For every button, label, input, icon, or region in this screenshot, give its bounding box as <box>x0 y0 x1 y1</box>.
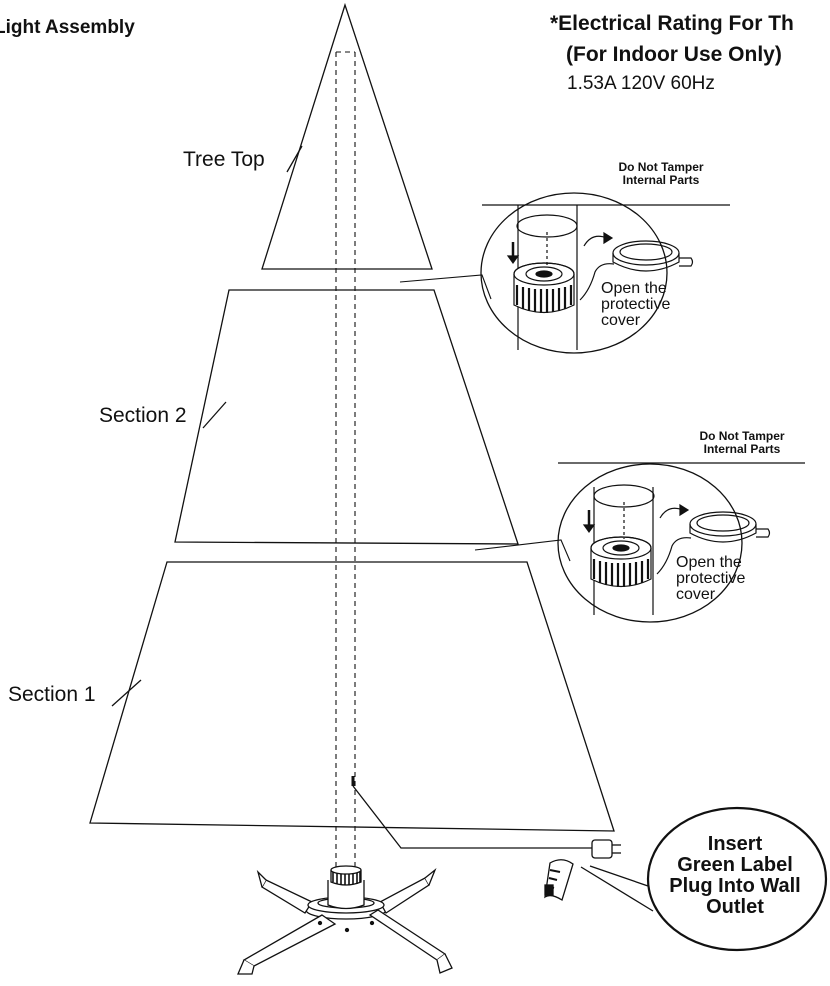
warning-text-1: Do Not Tamper Internal Parts <box>596 161 726 187</box>
callout-2-circle <box>557 463 743 623</box>
section-2-shape <box>174 289 519 545</box>
label-tree-top: Tree Top <box>183 148 265 171</box>
power-cord <box>351 776 621 859</box>
warning-line-2: Internal Parts <box>703 442 781 456</box>
bubble-pointer <box>580 866 654 912</box>
center-pole <box>335 51 356 870</box>
plug-line-3: Plug Into Wall <box>669 875 801 897</box>
label-section-2: Section 2 <box>99 404 187 427</box>
warning-line-1: Do Not Tamper <box>699 429 785 443</box>
instruction-line-2: protective <box>601 296 671 313</box>
instruction-text-2: Open the protective cover <box>676 555 745 603</box>
instruction-line-2: protective <box>676 570 746 587</box>
instruction-line-3: cover <box>676 586 716 603</box>
plug-line-2: Green Label <box>677 854 793 876</box>
callout-2-connector <box>582 484 771 615</box>
callout-1-circle <box>480 192 668 354</box>
instruction-line-1: Open the <box>676 554 742 571</box>
plug-line-1: Insert <box>707 833 763 855</box>
instruction-text-1: Open the protective cover <box>601 281 670 329</box>
electrical-rating-heading: *Electrical Rating For Th <box>550 12 794 35</box>
warning-line-2: Internal Parts <box>622 173 700 187</box>
warning-line-1: Do Not Tamper <box>618 160 704 174</box>
callout-2-pointer <box>474 539 571 562</box>
electrical-rating-subheading: (For Indoor Use Only) <box>566 43 782 66</box>
callout-1-connector <box>506 205 694 350</box>
warning-text-2: Do Not Tamper Internal Parts <box>672 430 812 456</box>
leader-tree-top <box>286 145 303 173</box>
callout-1-pointer <box>399 274 492 300</box>
leader-section-1 <box>111 679 142 707</box>
instruction-line-3: cover <box>601 312 641 329</box>
tree-stand <box>237 865 453 975</box>
leader-section-2 <box>202 401 227 429</box>
section-1-shape <box>89 561 615 832</box>
plug-line-4: Outlet <box>706 896 764 918</box>
plug-bubble-shape <box>646 806 828 952</box>
instruction-line-1: Open the <box>601 280 667 297</box>
plug-bubble-text: Insert Green Label Plug Into Wall Outlet <box>640 834 830 918</box>
green-label-tag <box>544 859 574 902</box>
tree-top-shape <box>261 2 433 270</box>
electrical-rating-value: 1.53A 120V 60Hz <box>567 73 715 94</box>
label-section-1: Section 1 <box>8 683 96 706</box>
page-title: Light Assembly <box>0 17 135 38</box>
